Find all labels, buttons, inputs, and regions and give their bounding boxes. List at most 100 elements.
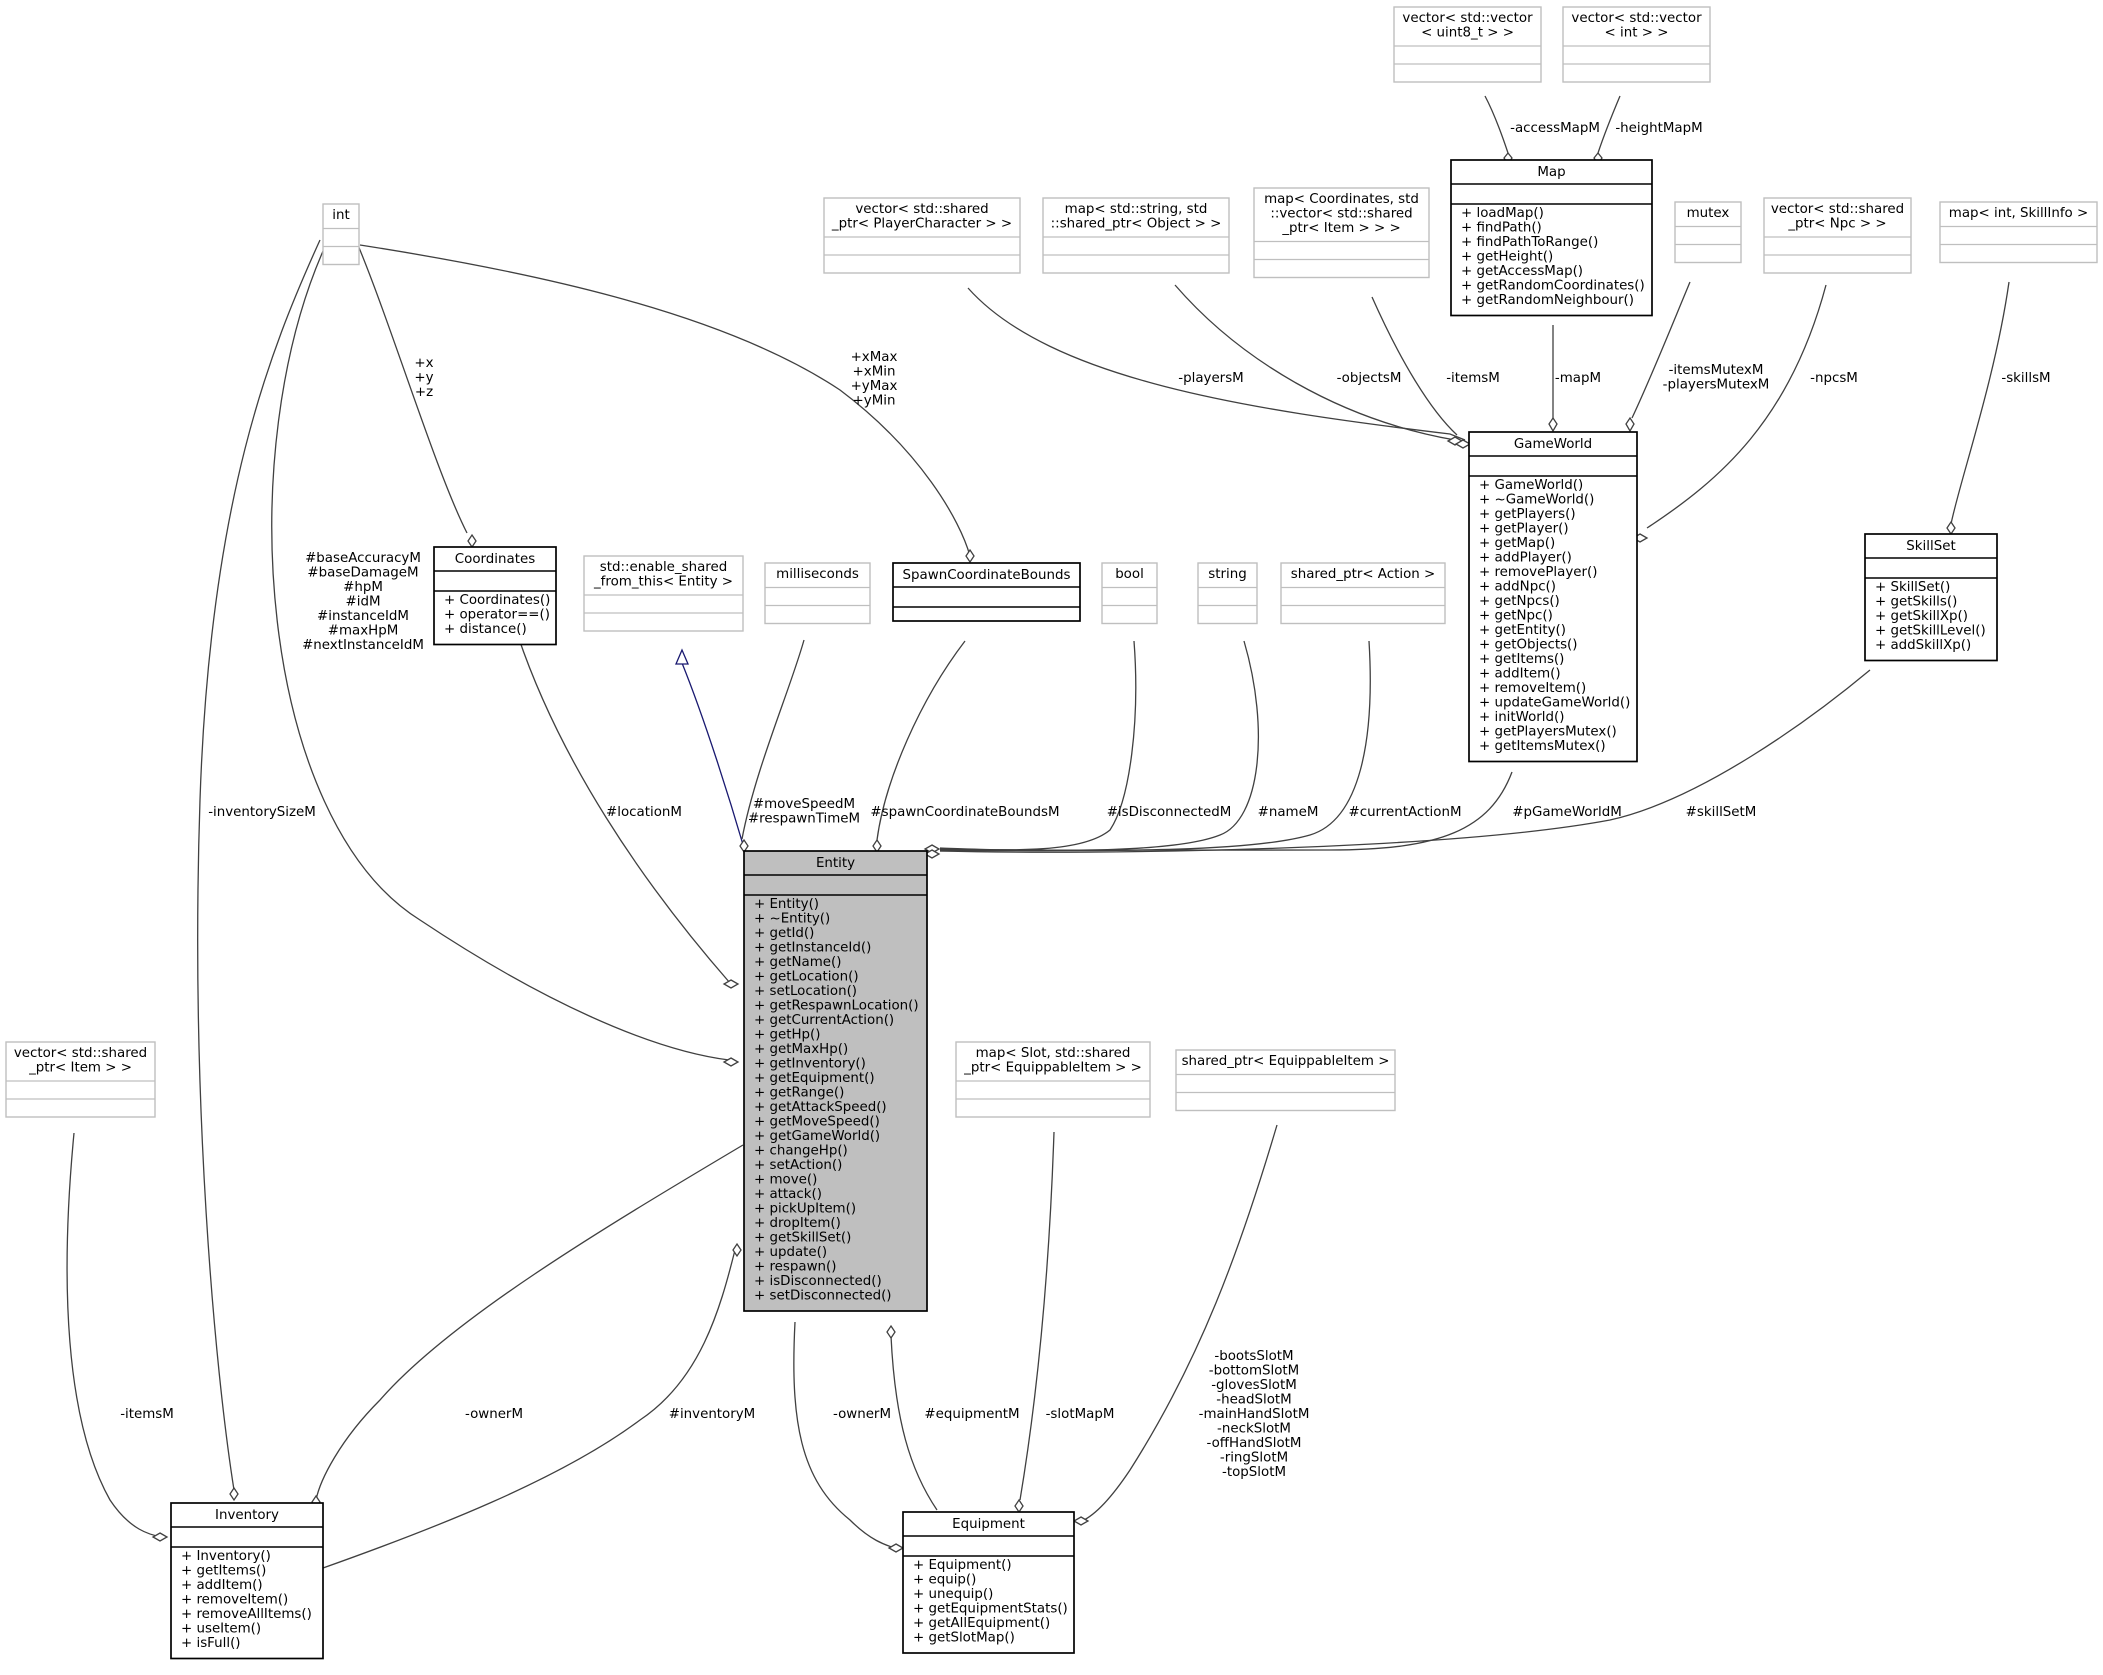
class-entity-member: + setLocation() <box>754 984 857 999</box>
edge-skills <box>1950 281 2010 525</box>
edge-inventory-size <box>197 239 321 1491</box>
edge-label-spawn-bounds: #spawnCoordinateBoundsM <box>870 805 1059 820</box>
class-entity-member: + getName() <box>754 955 841 970</box>
type-bool-label: bool <box>1115 567 1144 582</box>
class-gameworld-member: + getMap() <box>1479 536 1555 551</box>
class-spawnbounds-title: SpawnCoordinateBounds <box>903 568 1071 583</box>
edge-label-slots: -glovesSlotM <box>1211 1378 1297 1393</box>
type-map_item-label: _ptr< Item > > > <box>1281 221 1400 236</box>
edge-access-map <box>1484 95 1509 154</box>
class-gameworld-member: + getPlayer() <box>1479 522 1569 537</box>
class-entity-member: + getInventory() <box>754 1057 866 1072</box>
edge-label-access-map: -accessMapM <box>1510 121 1600 136</box>
edge-objects <box>1174 284 1456 441</box>
edge-label-int-members: #maxHpM <box>328 624 399 639</box>
type-map_slot-label: map< Slot, std::shared <box>976 1046 1131 1061</box>
class-gameworld-member: + getObjects() <box>1479 638 1578 653</box>
type-map_object-box <box>1042 197 1230 274</box>
class-map-member: + getRandomCoordinates() <box>1461 279 1645 294</box>
class-spawnbounds: SpawnCoordinateBounds <box>892 562 1081 622</box>
class-coordinates-box <box>433 546 557 646</box>
class-entity-member: + respawn() <box>754 1260 837 1275</box>
edge-label-slots: -topSlotM <box>1222 1465 1286 1480</box>
class-inventory: Inventory+ Inventory()+ getItems()+ addI… <box>170 1502 324 1660</box>
type-vec_player-box <box>823 197 1021 274</box>
edge-label-equipment-m: #equipmentM <box>924 1407 1019 1422</box>
edge-labels: -accessMapM-heightMapM+x+y+z+xMax+xMin+y… <box>120 121 2050 1480</box>
type-vec_uint8-box <box>1393 6 1542 83</box>
class-gameworld-member: + getNpcs() <box>1479 594 1560 609</box>
edge-mutex <box>1631 281 1691 419</box>
class-entity-member: + getRespawnLocation() <box>754 999 919 1014</box>
type-map_object-label: map< std::string, std <box>1065 202 1208 217</box>
class-map-member: + findPathToRange() <box>1461 235 1598 250</box>
edge-bounds <box>359 244 971 557</box>
class-entity-member: + getMaxHp() <box>754 1042 848 1057</box>
type-vec_player-label: vector< std::shared <box>855 202 988 217</box>
type-milliseconds: milliseconds <box>764 562 871 625</box>
type-shared_action-box <box>1280 562 1446 625</box>
class-gameworld-member: + initWorld() <box>1479 710 1564 725</box>
class-entity-member: + changeHp() <box>754 1144 848 1159</box>
edge-xyz <box>354 237 468 534</box>
type-vec_npc-label: vector< std::shared <box>1771 202 1904 217</box>
edge-label-inventory-size: -inventorySizeM <box>208 805 316 820</box>
type-vec_player-label: _ptr< PlayerCharacter > > <box>831 217 1012 232</box>
class-entity-member: + getRange() <box>754 1086 844 1101</box>
edge-label-bounds-xy: +xMax <box>851 350 898 365</box>
class-coordinates: Coordinates+ Coordinates()+ operator==()… <box>433 546 557 646</box>
class-inventory-member: + Inventory() <box>181 1549 271 1564</box>
edge-label-speed: #respawnTimeM <box>748 812 860 827</box>
edge-label-bounds-xy: +yMax <box>851 379 898 394</box>
edge-skill-set <box>939 669 1871 853</box>
edge-label-slots: -mainHandSlotM <box>1199 1407 1310 1422</box>
diamond-entity-location <box>722 979 740 989</box>
edge-label-height-map: -heightMapM <box>1615 121 1702 136</box>
class-skillset-member: + getSkillLevel() <box>1875 624 1986 639</box>
type-vec_npc-box <box>1763 197 1912 274</box>
edge-label-xyz: +y <box>414 371 433 386</box>
type-vec_npc: vector< std::shared_ptr< Npc > > <box>1763 197 1912 274</box>
class-equipment-title: Equipment <box>952 1517 1025 1532</box>
type-enable_shared-label: std::enable_shared <box>600 560 727 575</box>
class-gameworld-member: + addPlayer() <box>1479 551 1572 566</box>
class-spawnbounds-box <box>892 562 1081 622</box>
class-gameworld-member: + getNpc() <box>1479 609 1553 624</box>
type-vec_item: vector< std::shared_ptr< Item > > <box>5 1041 156 1118</box>
edge-label-bounds-xy: +yMin <box>853 394 896 409</box>
class-equipment-member: + equip() <box>913 1573 976 1588</box>
type-int-box <box>322 203 360 266</box>
edges <box>66 95 2010 1569</box>
type-map_item-label: map< Coordinates, std <box>1264 192 1419 207</box>
diamond-equipment-slotmap <box>1014 1498 1024 1514</box>
class-skillset-member: + getSkillXp() <box>1875 609 1968 624</box>
edge-label-speed: #moveSpeedM <box>753 797 855 812</box>
type-string-label: string <box>1208 567 1246 582</box>
class-inventory-member: + removeItem() <box>181 1593 288 1608</box>
type-vec_uint8: vector< std::vector< uint8_t > > <box>1393 6 1542 83</box>
type-map_skill: map< int, SkillInfo > <box>1939 201 2098 264</box>
class-inventory-member: + addItem() <box>181 1578 263 1593</box>
class-nodes: Map+ loadMap()+ findPath()+ findPathToRa… <box>5 6 2098 1660</box>
edge-items-inv <box>66 1132 163 1538</box>
diamond-skillset <box>1946 520 1956 536</box>
class-coordinates-member: + Coordinates() <box>444 593 550 608</box>
edge-spawn-bounds <box>876 640 966 841</box>
class-equipment-member: + getSlotMap() <box>913 1631 1015 1646</box>
type-map_slot: map< Slot, std::shared_ptr< EquippableIt… <box>955 1041 1151 1118</box>
class-entity-member: + move() <box>754 1173 817 1188</box>
class-equipment-member: + getAllEquipment() <box>913 1616 1050 1631</box>
type-mutex-box <box>1674 201 1742 264</box>
edge-label-xyz: +x <box>414 356 433 371</box>
class-gameworld-member: + getEntity() <box>1479 623 1566 638</box>
class-gameworld-member: + getItemsMutex() <box>1479 739 1606 754</box>
edge-equipment-m <box>890 1335 938 1511</box>
edge-label-disconnected: #isDisconnectedM <box>1107 805 1232 820</box>
class-entity-member: + getAttackSpeed() <box>754 1100 887 1115</box>
class-map-member: + getRandomNeighbour() <box>1461 293 1634 308</box>
type-vec_int-label: < int > > <box>1605 26 1669 41</box>
edge-int-members <box>271 239 730 1061</box>
type-shared_action-label: shared_ptr< Action > <box>1291 567 1435 582</box>
class-map-box <box>1450 159 1653 317</box>
class-entity-member: + getEquipment() <box>754 1071 875 1086</box>
